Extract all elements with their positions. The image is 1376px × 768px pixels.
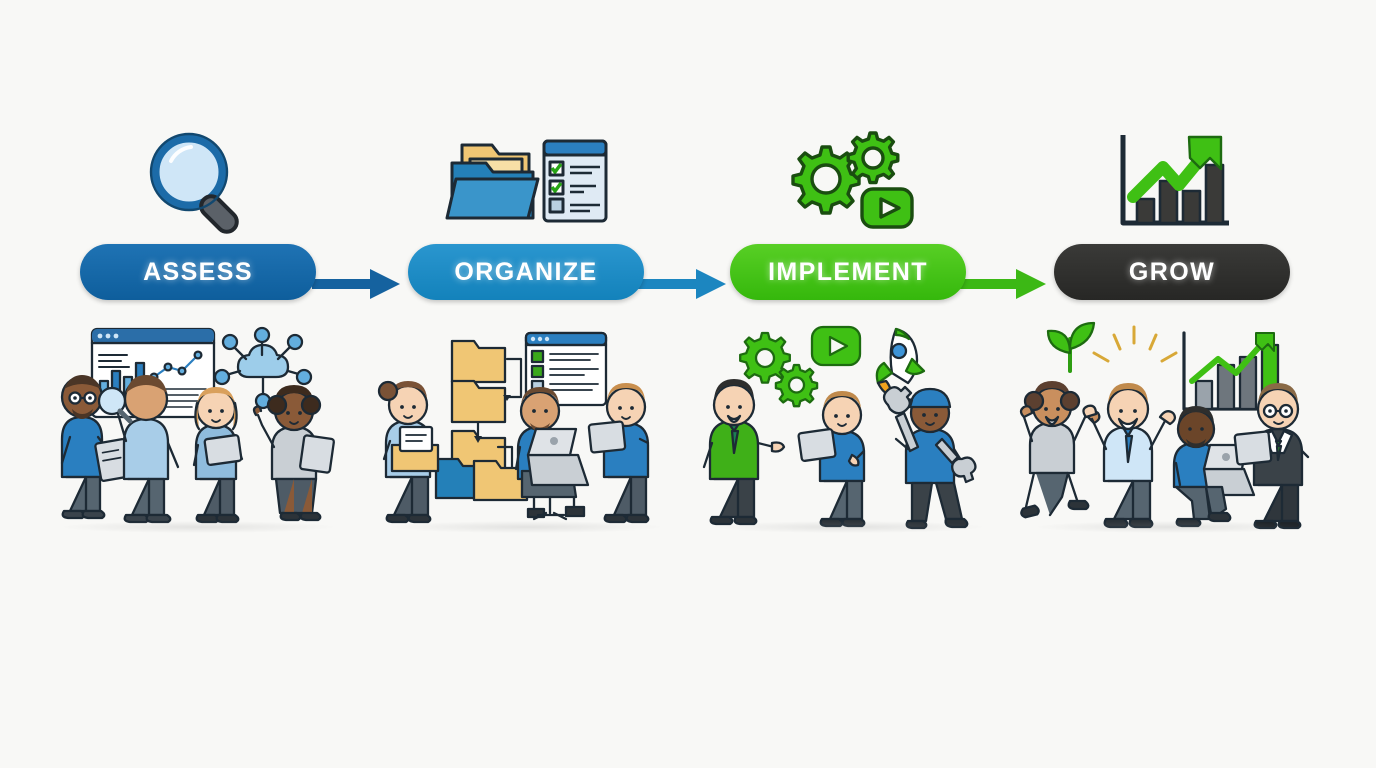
stage-pill-row-implement: IMPLEMENT [698, 235, 998, 309]
folders-checklist-icon [376, 120, 676, 235]
figure-analyst-back [97, 375, 180, 524]
ground-shadow [1036, 521, 1308, 533]
play-button-icon [810, 325, 862, 367]
stage-pill-row-organize: ORGANIZE [376, 235, 676, 309]
rocket-icon [875, 327, 926, 397]
ground-shadow [712, 521, 984, 533]
figure-celebrating-woman [1019, 381, 1101, 519]
stage-grow[interactable]: GROW [1019, 120, 1322, 550]
grow-team-illustration [1019, 319, 1322, 539]
stage-assess[interactable]: ASSESS [48, 120, 348, 550]
celebration-lines [1092, 325, 1178, 363]
stage-pill-organize[interactable]: ORGANIZE [408, 244, 644, 300]
gears-play-icon [698, 120, 998, 235]
connector-implement-grow [958, 262, 1050, 306]
figure-analyst-tablet [192, 387, 244, 524]
stage-pill-assess[interactable]: ASSESS [80, 244, 316, 300]
stage-pill-row-assess: ASSESS [48, 235, 348, 309]
figure-suit-tablet [1233, 383, 1310, 530]
growth-bar-chart-icon [1022, 120, 1322, 235]
assess-team-illustration [48, 319, 348, 539]
stage-label-grow: GROW [1128, 257, 1216, 286]
stage-implement[interactable]: IMPLEMENT [698, 120, 998, 550]
arrow-right-icon [958, 269, 1046, 299]
floating-gears [739, 331, 819, 408]
ground-shadow [390, 521, 662, 533]
stage-pill-implement[interactable]: IMPLEMENT [730, 244, 966, 300]
plant-sprout-icon [1046, 321, 1096, 373]
magnifying-glass-icon [48, 120, 348, 235]
folder-flow-diagram [434, 339, 529, 502]
implement-team-illustration [698, 319, 998, 539]
figure-kneeling-laptop [1172, 406, 1256, 528]
arrow-right-icon [312, 269, 400, 299]
figure-manager-green [702, 379, 786, 526]
figure-woman-documents [377, 380, 440, 524]
figure-man-laptop-seated [514, 387, 590, 521]
wrench-icon [882, 385, 920, 453]
figure-cheering-man-tie [1082, 383, 1177, 529]
stage-label-assess: ASSESS [143, 257, 253, 286]
arrow-right-icon [638, 269, 726, 299]
stage-label-implement: IMPLEMENT [768, 257, 928, 286]
figure-technician-tablet [797, 391, 866, 528]
wrench-icon-secondary [934, 437, 977, 484]
stage-pill-grow[interactable]: GROW [1054, 244, 1290, 300]
figure-engineer-wrench [882, 385, 977, 530]
stage-label-organize: ORGANIZE [454, 257, 598, 286]
figure-analyst-pointing [252, 385, 335, 522]
ground-shadow [62, 521, 334, 533]
figure-man-tablet [587, 383, 650, 524]
connector-assess-organize [312, 262, 404, 306]
organize-team-illustration [376, 319, 676, 539]
checklist-window [524, 331, 608, 407]
connector-organize-implement [638, 262, 730, 306]
figure-analyst-bearded [60, 375, 132, 520]
stage-organize[interactable]: ORGANIZE [376, 120, 676, 550]
cloud-network-diagram [213, 326, 313, 410]
stage-pill-row-grow: GROW [1022, 235, 1322, 309]
